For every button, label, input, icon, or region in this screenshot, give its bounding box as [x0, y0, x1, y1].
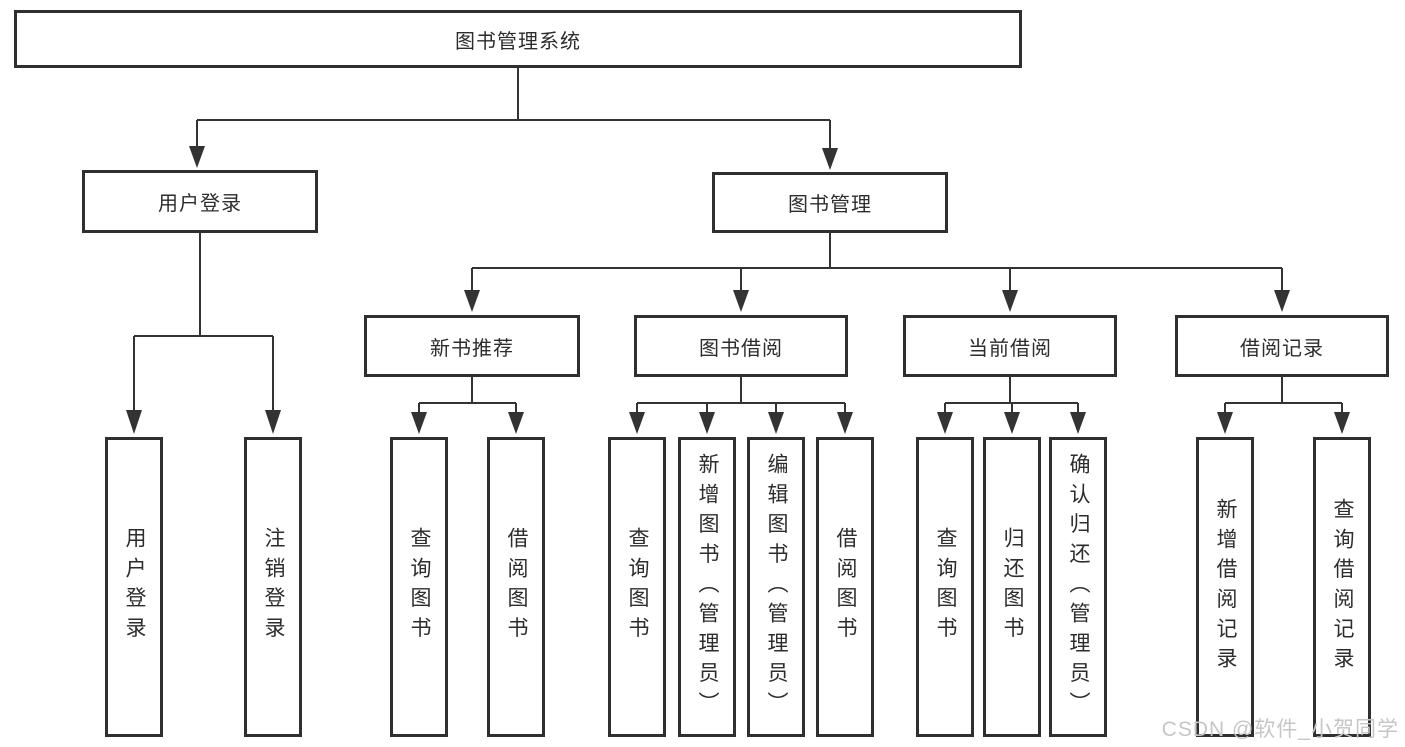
- leaf-borrow-query-books: 查询图书: [608, 437, 666, 737]
- node-book-borrowing: 图书借阅: [634, 315, 848, 377]
- leaf-newbook-query-books: 查询图书: [390, 437, 448, 737]
- connector-lines: [133, 68, 1343, 415]
- csdn-watermark: CSDN @软件_小贺同学: [1161, 718, 1399, 741]
- node-book-management: 图书管理: [712, 172, 948, 233]
- node-user-login: 用户登录: [82, 170, 318, 233]
- leaf-borrow-borrow-books: 借阅图书: [816, 437, 874, 737]
- leaf-newbook-borrow-books: 借阅图书: [487, 437, 545, 737]
- node-new-book-recommendation: 新书推荐: [364, 315, 580, 377]
- leaf-record-add-borrow-record: 新增借阅记录: [1196, 437, 1254, 737]
- leaf-current-confirm-return-admin: 确认归还（管理员）: [1049, 437, 1107, 737]
- node-borrowing-records: 借阅记录: [1175, 315, 1389, 377]
- leaf-current-return-books: 归还图书: [983, 437, 1041, 737]
- leaf-record-query-borrow-record: 查询借阅记录: [1313, 437, 1371, 737]
- arrow-down-heads-icon: [126, 146, 1350, 434]
- node-library-management-system: 图书管理系统: [14, 10, 1022, 68]
- node-current-borrowing: 当前借阅: [903, 315, 1117, 377]
- leaf-logout: 注销登录: [244, 437, 302, 737]
- leaf-borrow-edit-books-admin: 编辑图书（管理员）: [747, 437, 805, 737]
- leaf-borrow-add-books-admin: 新增图书（管理员）: [678, 437, 736, 737]
- leaf-user-login: 用户登录: [105, 437, 163, 737]
- leaf-current-query-books: 查询图书: [916, 437, 974, 737]
